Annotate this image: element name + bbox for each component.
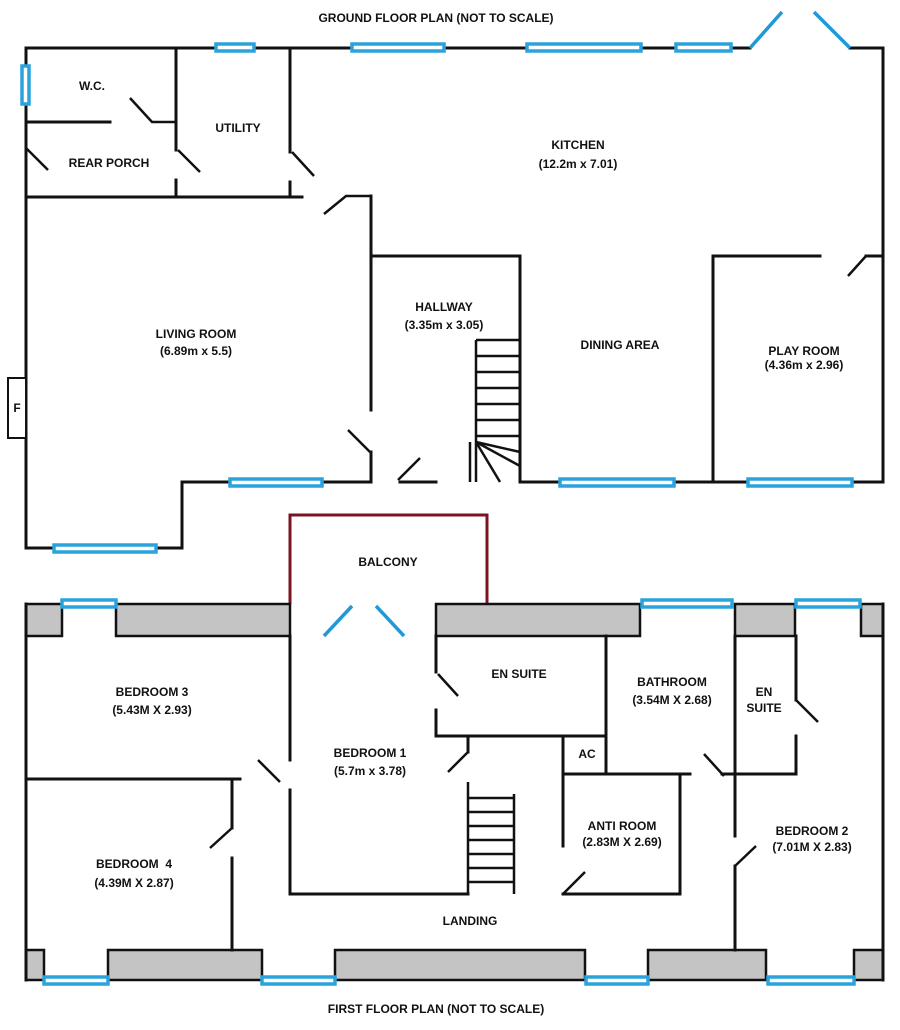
- kitchen-label: KITCHEN: [551, 138, 604, 152]
- ground-floor-windows: [20, 42, 854, 554]
- living-room-size: (6.89m x 5.5): [160, 344, 232, 358]
- hallway-size: (3.35m x 3.05): [405, 318, 484, 332]
- first-floor-doors: [209, 604, 819, 895]
- rear-porch-label: REAR PORCH: [69, 156, 150, 170]
- dining-area-label: DINING AREA: [581, 338, 660, 352]
- bedroom2-label: BEDROOM 2: [776, 824, 849, 838]
- kitchen-size: (12.2m x 7.01): [539, 157, 618, 171]
- first-floor-stairs: [466, 782, 516, 894]
- ac-label: AC: [578, 747, 596, 761]
- ground-floor-title: GROUND FLOOR PLAN (NOT TO SCALE): [318, 11, 553, 25]
- fireplace-label: F: [13, 401, 20, 415]
- first-floor-title: FIRST FLOOR PLAN (NOT TO SCALE): [328, 1002, 544, 1016]
- first-floor-wall-slabs: [24, 602, 885, 982]
- play-room-label: PLAY ROOM: [768, 344, 839, 358]
- bathroom-label: BATHROOM: [637, 675, 707, 689]
- first-floor-labels: BEDROOM 3 (5.43M X 2.93) EN SUITE BATHRO…: [94, 667, 851, 928]
- bedroom1-label: BEDROOM 1: [334, 746, 407, 760]
- anti-room-size: (2.83M X 2.69): [582, 835, 661, 849]
- en-suite-2-label-line1: EN: [756, 685, 773, 699]
- play-room-size: (4.36m x 2.96): [765, 358, 844, 372]
- anti-room-label: ANTI ROOM: [588, 819, 657, 833]
- bedroom1-size: (5.7m x 3.78): [334, 764, 406, 778]
- bedroom2-size: (7.01M X 2.83): [772, 840, 851, 854]
- ground-floor-labels: W.C. UTILITY REAR PORCH KITCHEN (12.2m x…: [69, 79, 844, 372]
- ground-floor-doors: [25, 10, 867, 481]
- wc-label: W.C.: [79, 79, 105, 93]
- en-suite-2-label-line2: SUITE: [746, 701, 781, 715]
- utility-label: UTILITY: [215, 121, 260, 135]
- bedroom3-size: (5.43M X 2.93): [112, 703, 191, 717]
- hallway-label: HALLWAY: [415, 300, 473, 314]
- bedroom4-size: (4.39M X 2.87): [94, 876, 173, 890]
- balcony-label: BALCONY: [358, 555, 417, 569]
- bedroom3-label: BEDROOM 3: [116, 685, 189, 699]
- en-suite-1-label: EN SUITE: [491, 667, 546, 681]
- landing-label: LANDING: [443, 914, 498, 928]
- living-room-label: LIVING ROOM: [156, 327, 237, 341]
- ground-floor-stairs: [468, 338, 521, 483]
- first-floor-windows: [42, 598, 862, 986]
- balcony-outline: [288, 513, 489, 604]
- fireplace: [7, 377, 27, 439]
- first-floor-walls: [24, 602, 885, 982]
- bathroom-size: (3.54M X 2.68): [632, 693, 711, 707]
- bedroom4-label: BEDROOM 4: [96, 857, 172, 871]
